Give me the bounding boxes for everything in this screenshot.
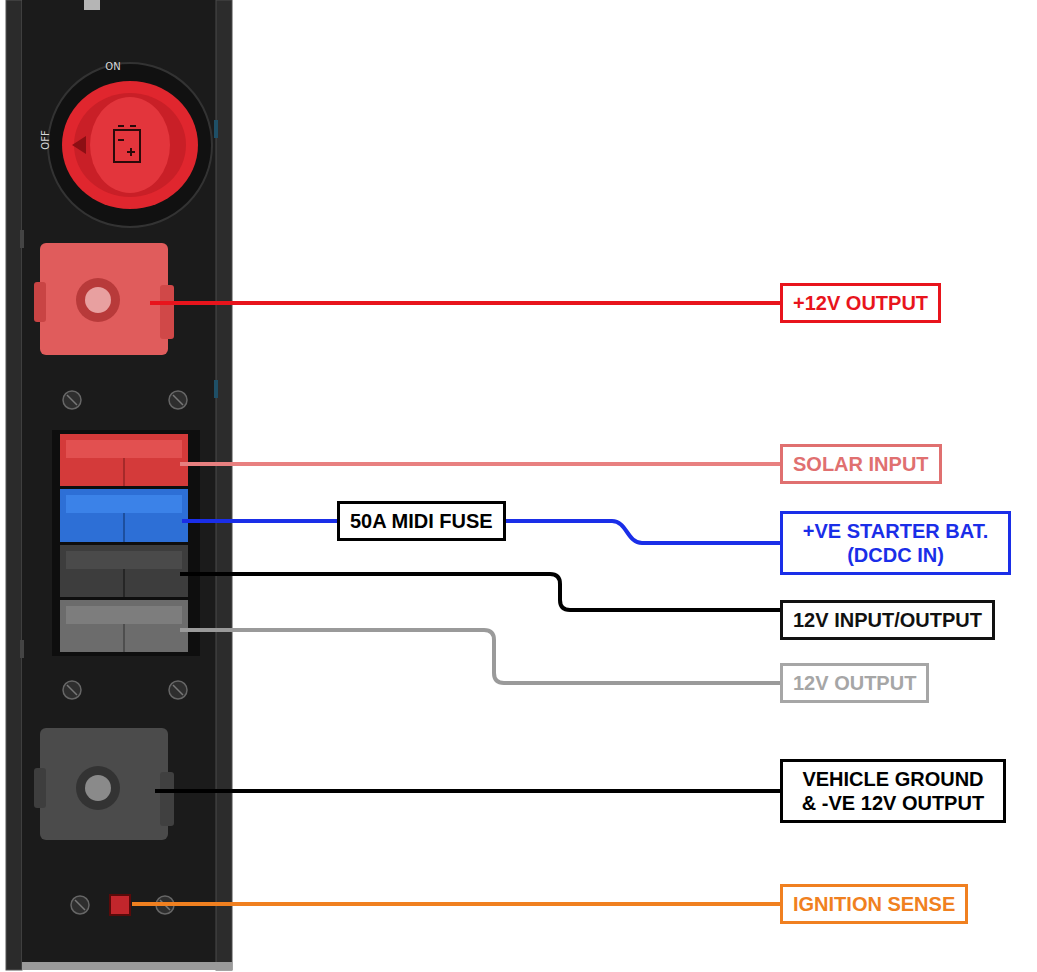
starter-wire (182, 519, 337, 523)
label-box: +12V OUTPUT (780, 283, 941, 323)
switch-grip (90, 97, 170, 193)
anderson-connectors (52, 430, 200, 656)
input-output-wire (180, 574, 780, 610)
negative-terminal (34, 728, 174, 840)
switch-position-label: OFF (41, 130, 51, 149)
label-text: VEHICLE GROUND & -VE 12V OUTPUT (793, 767, 993, 815)
ignition-plug (110, 895, 130, 915)
label-text: IGNITION SENSE (793, 892, 955, 916)
ignition-wire (132, 902, 780, 906)
bracket-tab (20, 640, 24, 658)
label-box: 12V INPUT/OUTPUT (780, 600, 995, 640)
output-wire (180, 630, 780, 683)
switch-base (48, 63, 212, 227)
housing (22, 0, 222, 966)
label-text: SOLAR INPUT (793, 452, 929, 476)
switch-knob (62, 81, 198, 209)
label-box: SOLAR INPUT (780, 444, 942, 484)
bracket-tab (20, 230, 24, 248)
fused-wire (506, 521, 780, 543)
label-box: IGNITION SENSE (780, 884, 968, 924)
switch-position-label: ON (105, 62, 120, 72)
mounting-bracket (6, 0, 22, 970)
bracket-tab (214, 120, 218, 138)
label-text: +12V OUTPUT (793, 291, 928, 315)
label-box: +VE STARTER BAT. (DCDC IN) (780, 511, 1011, 575)
positive-terminal (34, 243, 174, 355)
label-text: 50A MIDI FUSE (350, 509, 493, 533)
ground-wire (155, 789, 780, 793)
bracket-tab (214, 380, 218, 398)
top-screw (84, 0, 100, 10)
label-box: 12V OUTPUT (780, 663, 929, 703)
battery-symbol (114, 126, 140, 162)
fuse-box: 50A MIDI FUSE (337, 501, 506, 541)
label-box: VEHICLE GROUND & -VE 12V OUTPUT (780, 759, 1006, 823)
housing-base (22, 962, 232, 970)
wires (132, 303, 780, 904)
switch-pointer (72, 136, 86, 154)
positive-wire (150, 301, 780, 305)
label-text: 12V INPUT/OUTPUT (793, 608, 982, 632)
solar-wire (180, 462, 780, 466)
label-text: 12V OUTPUT (793, 671, 916, 695)
housing-edge (216, 0, 232, 970)
switch-knob-face (74, 93, 186, 197)
label-text: +VE STARTER BAT. (DCDC IN) (793, 519, 998, 567)
